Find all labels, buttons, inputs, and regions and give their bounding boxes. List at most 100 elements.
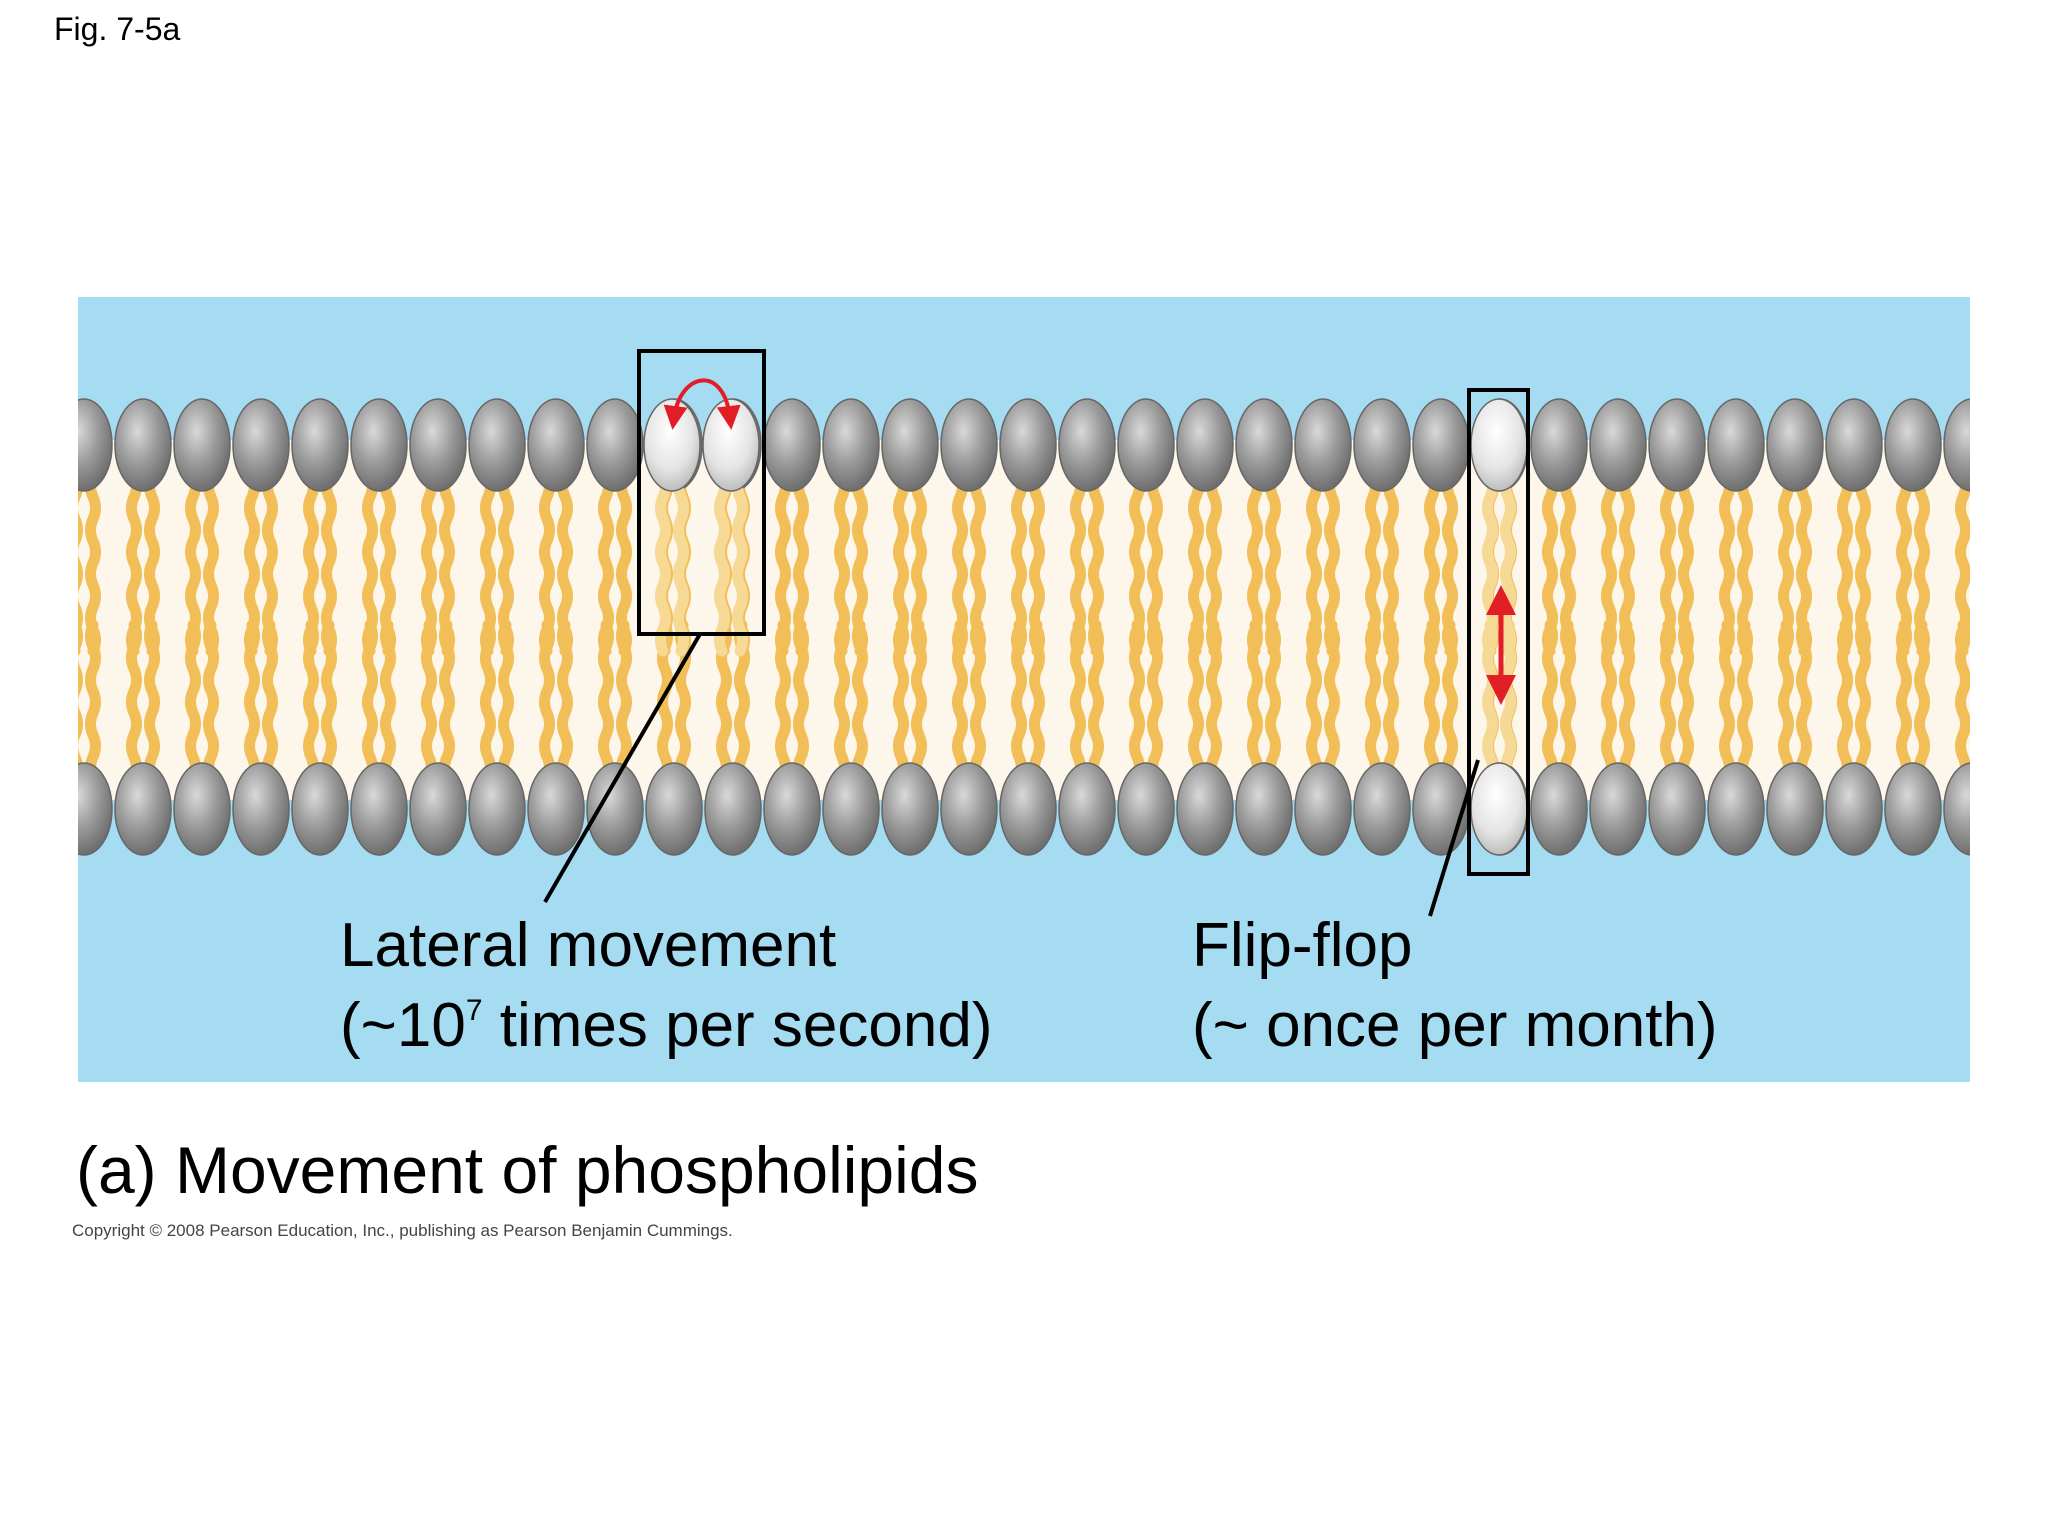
lipid-tail-pair [78,469,101,657]
lipid-tail-pair [480,469,514,657]
lipid-tail-pair [1719,469,1753,657]
lipid-tail-pair [1837,469,1871,657]
lipid-tail-pair [714,469,748,657]
phospholipid-head [1117,398,1175,492]
phospholipid-head [999,398,1057,492]
phospholipid-head [1589,762,1647,856]
lipid-tail-pair [1778,469,1812,657]
lipid-tail-pair [655,469,689,657]
lipid-tail-pair [1365,469,1399,657]
lipid-tail-pair [1896,469,1930,657]
lipid-tail-pair [834,469,868,657]
phospholipid-head [643,398,701,492]
phospholipid-head [468,398,526,492]
phospholipid-head [409,762,467,856]
phospholipid-head [1825,762,1883,856]
lipid-tail-pair [126,469,160,657]
phospholipid-head [1117,762,1175,856]
phospholipid-head [468,762,526,856]
phospholipid-head [232,762,290,856]
lipid-tail-pair [1129,469,1163,657]
lipid-tail-pair [893,469,927,657]
phospholipid-head [1294,762,1352,856]
phospholipid-head [1470,762,1528,856]
phospholipid-head [527,398,585,492]
phospholipid-head [1884,762,1942,856]
phospholipid-head [645,762,703,856]
phospholipid-head [232,398,290,492]
phospholipid-head [78,762,113,856]
phospholipid-head [1235,398,1293,492]
phospholipid-head [999,762,1057,856]
phospholipid-head [1176,398,1234,492]
phospholipid-head [822,398,880,492]
lipid-tail-pair [1424,469,1458,657]
flip-flop-leader-line [1428,759,1480,917]
lipid-tail-pair [952,469,986,657]
lipid-tail-pair [244,469,278,657]
lipid-tail-pair [1660,469,1694,657]
copyright-notice: Copyright © 2008 Pearson Education, Inc.… [72,1221,733,1240]
phospholipid-head [1589,398,1647,492]
phospholipid-head [1884,398,1942,492]
phospholipid-head [2003,763,2048,855]
lateral-leader-line [543,632,702,904]
phospholipid-head [1707,762,1765,856]
phospholipid-head [350,762,408,856]
flip-flop-box [1467,388,1530,876]
phospholipid-head [1530,762,1588,856]
phospholipid-head [940,398,998,492]
phospholipid-head [291,762,349,856]
lateral-movement-box [637,349,766,636]
phospholipid-head [114,398,172,492]
phospholipid-head [173,762,231,856]
phospholipid-head [350,398,408,492]
lipid-tail-pair [1601,469,1635,657]
figure-caption: (a) Movement of phospholipids [76,1133,979,1207]
phospholipid-head [1353,762,1411,856]
lipid-tail-pair [775,469,809,657]
phospholipid-head [1530,398,1588,492]
phospholipid-head [1648,398,1706,492]
lipid-tail-pair [1011,469,1045,657]
phospholipid-head [1470,398,1528,492]
phospholipid-head [1943,762,1970,856]
curved-double-arrow-icon [663,378,741,430]
phospholipid-head [1766,762,1824,856]
phospholipid-head [1235,762,1293,856]
flip-flop-rate: (~ once per month) [1192,991,1718,1060]
lipid-tail-pair [1955,469,1970,657]
phospholipid-head [1648,762,1706,856]
phospholipid-head [1412,398,1470,492]
lateral-rate-exponent: 7 [466,994,483,1027]
phospholipid-head [1176,762,1234,856]
phospholipid-head [1294,398,1352,492]
lipid-tail-pair [185,469,219,657]
phospholipid-head [704,762,762,856]
lipid-tail-pair [1542,469,1576,657]
lipid-tail-pair [421,469,455,657]
lipid-tail-pair [1070,469,1104,657]
flip-flop-title: Flip-flop [1192,911,1413,980]
phospholipid-head [78,398,113,492]
phospholipid-head [1766,398,1824,492]
lipid-tail-pair [1306,469,1340,657]
lipid-tail-pair [2020,475,2043,651]
phospholipid-head [763,762,821,856]
lipid-tail-pair [1247,469,1281,657]
lipid-tail-pair [303,469,337,657]
lipid-tail-pair [362,469,396,657]
figure-label: Fig. 7-5a [54,11,181,47]
phospholipid-head [940,762,998,856]
lipid-tail-pair [598,469,632,657]
phospholipid-head [2003,399,2048,491]
lateral-movement-rate: (~107 times per second) [340,991,993,1060]
phospholipid-head [527,762,585,856]
phospholipid-head [586,762,644,856]
lateral-movement-title: Lateral movement [340,911,836,980]
phospholipid-head [763,398,821,492]
phospholipid-head [1707,398,1765,492]
phospholipid-head [409,398,467,492]
phospholipid-head [1353,398,1411,492]
